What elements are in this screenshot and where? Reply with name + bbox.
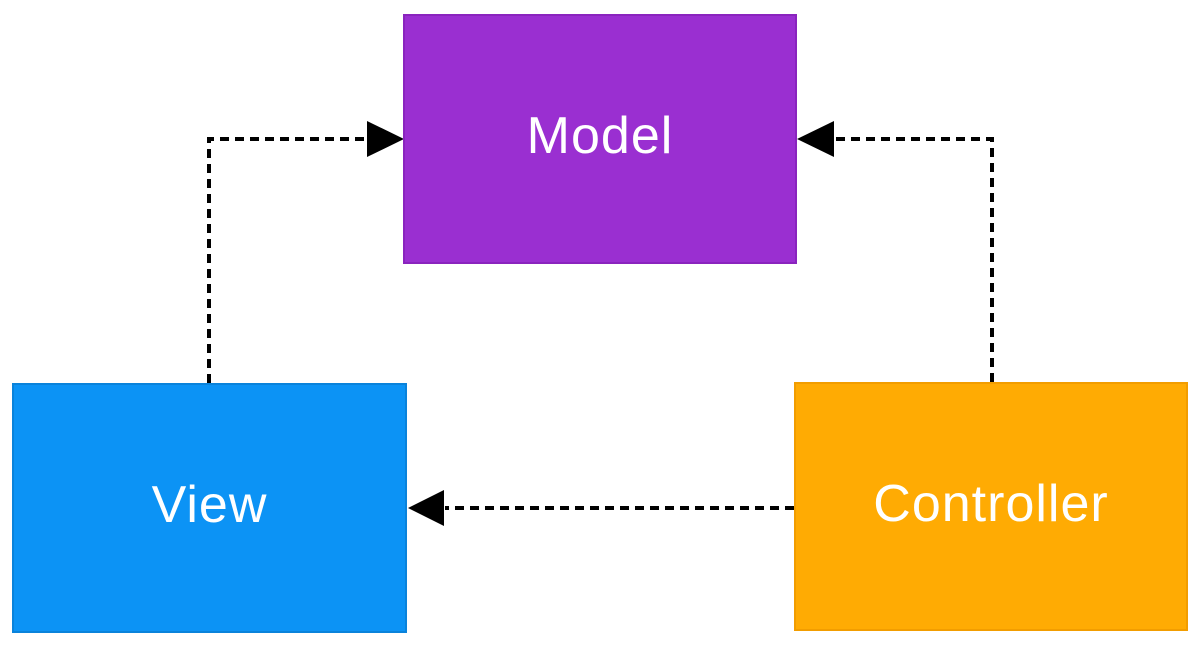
node-view-label: View: [151, 476, 268, 534]
node-controller-label: Controller: [873, 474, 1109, 533]
node-controller: Controller: [794, 382, 1188, 631]
node-model: Model: [403, 14, 797, 264]
arrowhead-into-model-left: [367, 121, 404, 157]
node-model-label: Model: [526, 107, 674, 165]
arrowhead-into-view-right: [408, 490, 444, 526]
edge-controller-to-model: [835, 137, 994, 382]
node-view: View: [12, 383, 407, 633]
arrowhead-into-model-right: [797, 121, 834, 157]
edge-view-to-model: [207, 137, 366, 383]
